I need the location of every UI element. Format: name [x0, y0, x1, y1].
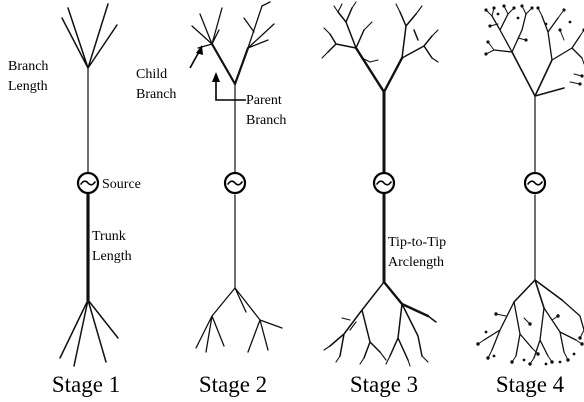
stage-4-caption: Stage 4	[496, 372, 565, 397]
stage-2-tree	[189, 1, 283, 353]
stage-2-source-icon	[223, 171, 247, 195]
stage-3-bottom-branches	[323, 280, 437, 367]
parent-branch-arrow	[212, 72, 246, 101]
stage-4-tree	[476, 4, 584, 366]
child-branch-label-line-2: Branch	[136, 87, 176, 102]
child-branch-arrow	[189, 45, 203, 69]
stage-4-top-leaf-dots	[484, 4, 584, 86]
stage-1-tree	[59, 3, 119, 367]
tip-to-tip-arclength-label-line-1: Tip-to-Tip	[388, 235, 446, 250]
tip-to-tip-arclength-label-line-2: Arclength	[388, 255, 444, 270]
stage-1-top-branches	[61, 3, 118, 69]
stage-3-top-branches	[321, 1, 439, 94]
stage-2-caption: Stage 2	[199, 372, 267, 397]
source-label: Source	[102, 177, 141, 192]
stage-2-bottom-branches	[195, 287, 283, 353]
stage-1-source-icon	[76, 171, 100, 195]
stage-4-source-icon	[523, 171, 547, 195]
stage-1-caption: Stage 1	[52, 372, 120, 397]
trunk-length-label-line-1: Trunk	[92, 229, 126, 244]
stage-4-bottom-branches	[476, 279, 584, 366]
stage-3-source-icon	[372, 171, 396, 195]
trunk-length-label-line-2: Length	[92, 249, 132, 264]
stage-1-bottom-branches	[59, 299, 119, 367]
child-branch-label-line-1: Child	[136, 67, 167, 82]
branch-length-label-line-2: Length	[8, 79, 48, 94]
stage-3-caption: Stage 3	[350, 372, 418, 397]
stage-4-bottom-leaf-dots	[476, 312, 584, 366]
stage-3-tree	[321, 1, 439, 367]
branch-length-label-line-1: Branch	[8, 59, 48, 74]
stage-2-top-branches	[191, 1, 275, 86]
parent-branch-label-line-2: Branch	[246, 113, 286, 128]
stage-4-top-branches	[484, 4, 584, 97]
parent-branch-label-line-1: Parent	[246, 93, 282, 108]
